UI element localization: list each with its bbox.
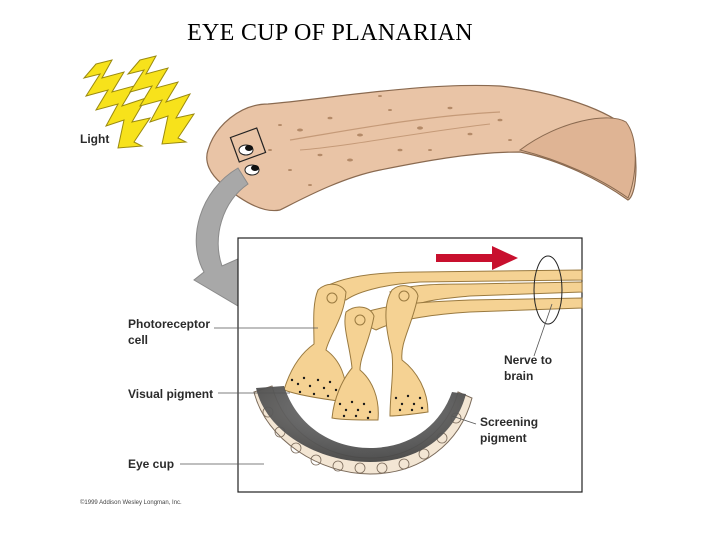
- zoom-box: [229, 127, 267, 163]
- light-label: Light: [80, 132, 109, 146]
- nerve-bundle-outline: [533, 255, 563, 325]
- zoom-arrow-icon: [193, 167, 249, 307]
- photoreceptor-cell: [331, 306, 379, 421]
- lightning-bolt-icon: [126, 55, 196, 145]
- slide-title: EYE CUP OF PLANARIAN: [187, 20, 473, 46]
- lightning-bolt-icon: [82, 59, 152, 149]
- visual-pigment-label: Visual pigment: [128, 387, 213, 401]
- photoreceptor-cell: [385, 285, 429, 417]
- screening-label-line2: pigment: [480, 431, 527, 445]
- nerve-label: Nerve to: [504, 353, 552, 367]
- eye-cup-label: Eye cup: [128, 457, 174, 471]
- screening-label: Screening: [480, 415, 538, 429]
- photoreceptor-label: Photoreceptor: [128, 317, 210, 331]
- eyespot-icon: [238, 144, 254, 156]
- nerve-label-line2: brain: [504, 369, 533, 383]
- copyright-text: ©1999 Addison Wesley Longman, Inc.: [80, 499, 182, 506]
- signal-arrow-icon: [436, 246, 518, 270]
- photoreceptor-label-line2: cell: [128, 333, 148, 347]
- planarian-body: [206, 84, 637, 212]
- leader-lines: [180, 303, 553, 465]
- screening-pigment: [256, 386, 466, 462]
- eyespot-icon: [244, 164, 260, 176]
